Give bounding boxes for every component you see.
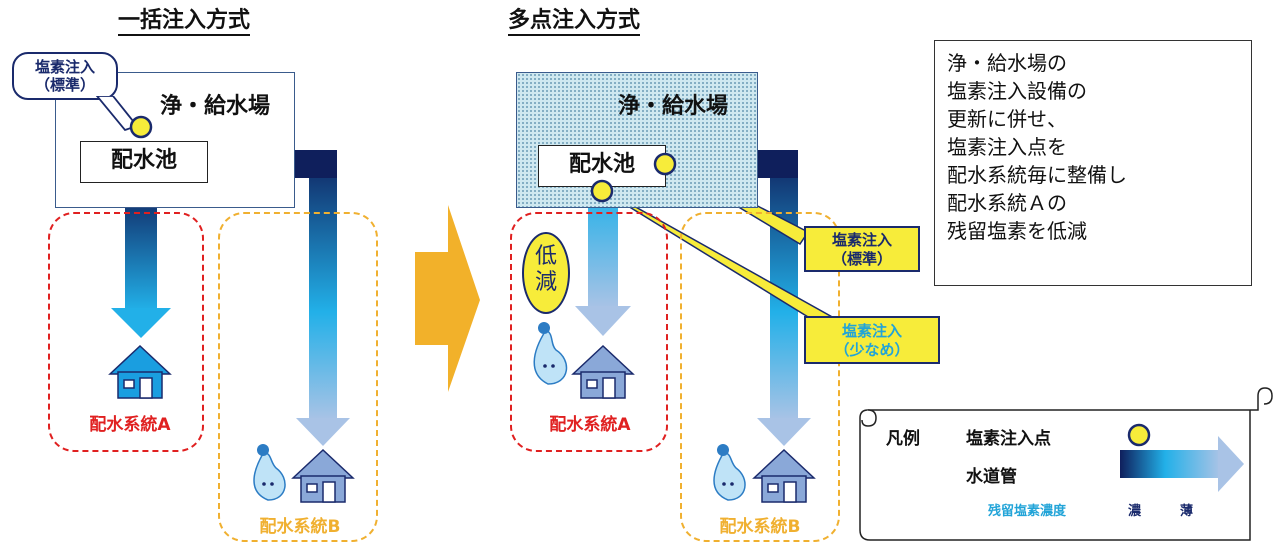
left-injection-callout: 塩素注入 （標準）: [12, 52, 118, 100]
house-left-b-icon: [291, 448, 355, 503]
house-right-b-icon: [752, 448, 816, 503]
note-line: 配水系統毎に整備し: [947, 163, 1127, 187]
right-callout-less-line2: （少なめ）: [834, 341, 910, 359]
right-injection-point-less-icon: [590, 179, 614, 203]
legend-concentration-label: 残留塩素濃度: [988, 504, 1067, 519]
explanation-note: 浄・給水場の 塩素注入設備の 更新に併せ、 塩素注入点を 配水系統毎に整備し 配…: [934, 40, 1252, 286]
left-zone-b: [218, 212, 378, 542]
right-zone-a: [510, 212, 668, 452]
right-callout-standard-line2: （標準）: [831, 250, 892, 268]
right-callout-standard: 塩素注入 （標準）: [804, 226, 920, 272]
left-callout-line1: 塩素注入: [34, 58, 95, 76]
left-callout-line2: （標準）: [34, 76, 95, 94]
legend-injection-point-icon: [1127, 423, 1151, 447]
legend-scroll: [859, 387, 1273, 541]
reduction-line2: 減: [534, 270, 557, 295]
right-pipe-a: [575, 188, 631, 336]
legend-low-label: 薄: [1180, 504, 1194, 519]
left-zone-a: [48, 212, 204, 452]
right-title: 多点注入方式: [508, 8, 641, 36]
legend-pipe-label: 水道管: [966, 467, 1017, 487]
note-line: 残留塩素を低減: [947, 219, 1087, 243]
right-zone-b: [680, 212, 840, 542]
left-injection-point-icon: [129, 115, 153, 139]
left-reservoir: 配水池: [80, 141, 208, 183]
legend-high-label: 濃: [1128, 504, 1142, 519]
legend-injection-label: 塩素注入点: [966, 429, 1051, 449]
note-line: 浄・給水場の: [947, 51, 1067, 75]
water-mascot-right-a-icon: [533, 322, 568, 385]
water-mascot-right-b-icon: [713, 444, 746, 501]
left-plant-label: 浄・給水場: [160, 94, 271, 119]
right-callout-standard-line1: 塩素注入: [831, 231, 892, 249]
note-line: 更新に併せ、: [947, 107, 1067, 131]
legend-title: 凡例: [886, 429, 920, 449]
legend-pipe-arrow: [1120, 436, 1244, 492]
right-callout-less: 塩素注入 （少なめ）: [804, 316, 940, 364]
right-plant-label: 浄・給水場: [618, 94, 729, 119]
left-zone-a-label: 配水系統A: [89, 415, 171, 435]
reduction-line1: 低: [534, 244, 557, 269]
reduction-bubble: 低 減: [522, 232, 570, 314]
house-right-a-icon: [571, 344, 635, 399]
right-injection-point-standard-icon: [653, 152, 677, 176]
note-line: 塩素注入設備の: [947, 79, 1087, 103]
left-zone-b-label: 配水系統B: [259, 517, 341, 537]
note-line: 塩素注入点を: [947, 135, 1067, 159]
left-title: 一括注入方式: [118, 8, 251, 36]
right-callout-less-line1: 塩素注入: [841, 322, 902, 340]
right-zone-b-label: 配水系統B: [719, 517, 801, 537]
house-left-a-icon: [108, 344, 172, 399]
transition-arrow: [415, 205, 480, 392]
right-zone-a-label: 配水系統A: [549, 415, 631, 435]
note-line: 配水系統Ａの: [947, 191, 1067, 215]
water-mascot-left-b-icon: [253, 444, 286, 501]
